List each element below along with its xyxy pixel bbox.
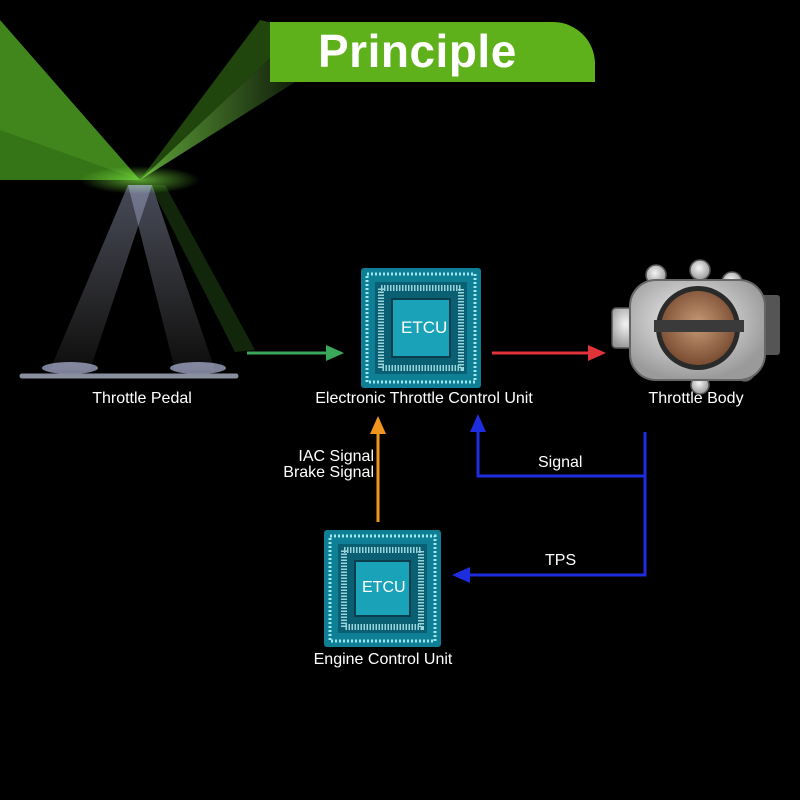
title-banner	[270, 22, 595, 82]
arrow-pedal-to-etcu	[247, 345, 344, 361]
etcu-label: Electronic Throttle Control Unit	[315, 390, 533, 407]
arrow-etcu-to-throttle-body	[492, 345, 606, 361]
ecu-chip	[324, 530, 441, 647]
throttle-body-illustration	[611, 259, 780, 395]
page-title: Principle	[318, 25, 517, 77]
ecu-chip-label: ETCU	[362, 579, 406, 596]
etcu-chip	[361, 268, 481, 388]
signal-label: Signal	[538, 454, 583, 471]
iac-signal-label: IAC Signal	[298, 448, 374, 465]
brake-signal-label: Brake Signal	[283, 464, 374, 481]
ecu-label: Engine Control Unit	[313, 651, 453, 668]
throttle-pedal-label: Throttle Pedal	[92, 390, 192, 407]
arrow-ecu-to-etcu	[370, 416, 386, 522]
tps-feedback-line	[452, 476, 647, 583]
tps-label: TPS	[545, 552, 577, 569]
signal-feedback-line	[470, 414, 647, 478]
throttle-body-label: Throttle Body	[648, 390, 744, 407]
etcu-chip-label: ETCU	[401, 318, 448, 337]
